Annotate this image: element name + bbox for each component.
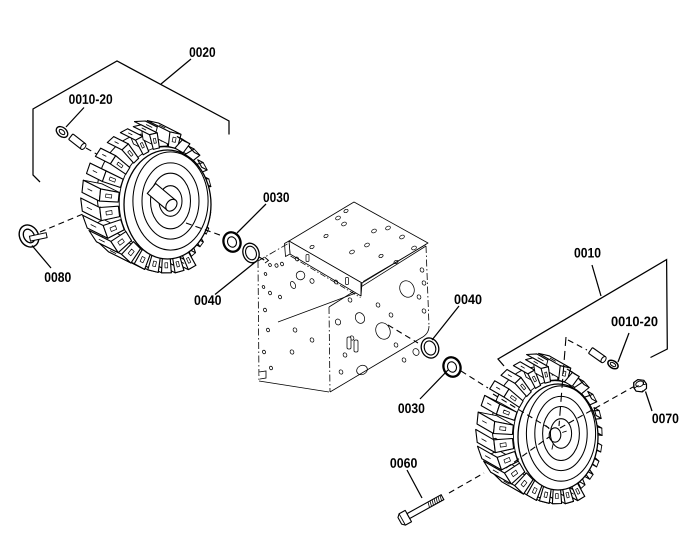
svg-text:0070: 0070 bbox=[652, 411, 679, 426]
svg-text:0010-20: 0010-20 bbox=[69, 92, 113, 107]
svg-text:0020: 0020 bbox=[189, 45, 216, 60]
svg-text:0030: 0030 bbox=[398, 401, 425, 416]
svg-text:0040: 0040 bbox=[194, 293, 222, 308]
svg-text:0010-20: 0010-20 bbox=[611, 314, 658, 329]
svg-text:0010: 0010 bbox=[574, 246, 601, 261]
svg-text:0040: 0040 bbox=[454, 292, 482, 307]
svg-text:0080: 0080 bbox=[44, 270, 71, 285]
svg-text:0030: 0030 bbox=[263, 190, 290, 205]
svg-text:0060: 0060 bbox=[390, 456, 418, 471]
